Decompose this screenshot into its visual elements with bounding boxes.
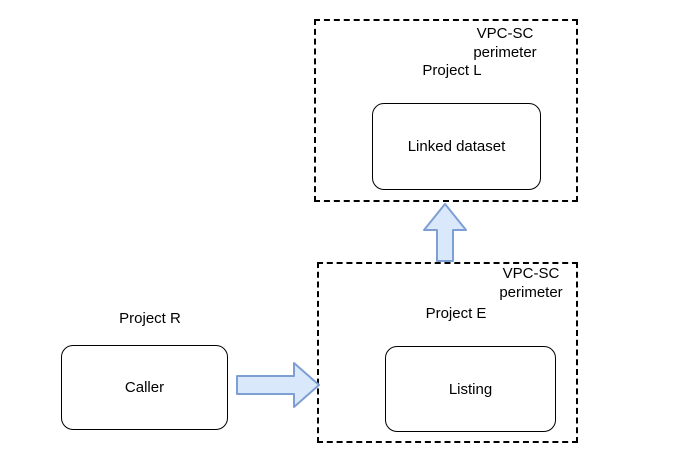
perimeter-label-line2: perimeter: [473, 44, 537, 61]
project-r-label: Project R: [119, 310, 181, 327]
linked-dataset-node-label: Linked dataset: [407, 138, 506, 155]
arrow-up-icon: [423, 203, 467, 262]
perimeter-label-line1: VPC-SC: [476, 25, 534, 42]
arrow-right-icon: [236, 361, 321, 409]
vpc-sc-perimeter-bottom-label: VPC-SC perimeter: [466, 264, 596, 302]
project-e-label: Project E: [425, 305, 487, 322]
linked-dataset-node: Linked dataset: [372, 103, 541, 190]
vpc-sc-perimeter-bottom-box: [317, 262, 578, 443]
caller-node: Caller: [61, 345, 228, 430]
vpc-sc-perimeter-top-label: VPC-SC perimeter: [440, 24, 570, 62]
caller-node-label: Caller: [124, 379, 165, 396]
perimeter-label-line1: VPC-SC: [502, 265, 560, 282]
vpc-sc-perimeter-top-box: [314, 19, 578, 202]
listing-node: Listing: [385, 346, 556, 432]
project-l-label: Project L: [422, 62, 482, 79]
perimeter-label-line2: perimeter: [499, 284, 563, 301]
listing-node-label: Listing: [448, 380, 493, 398]
